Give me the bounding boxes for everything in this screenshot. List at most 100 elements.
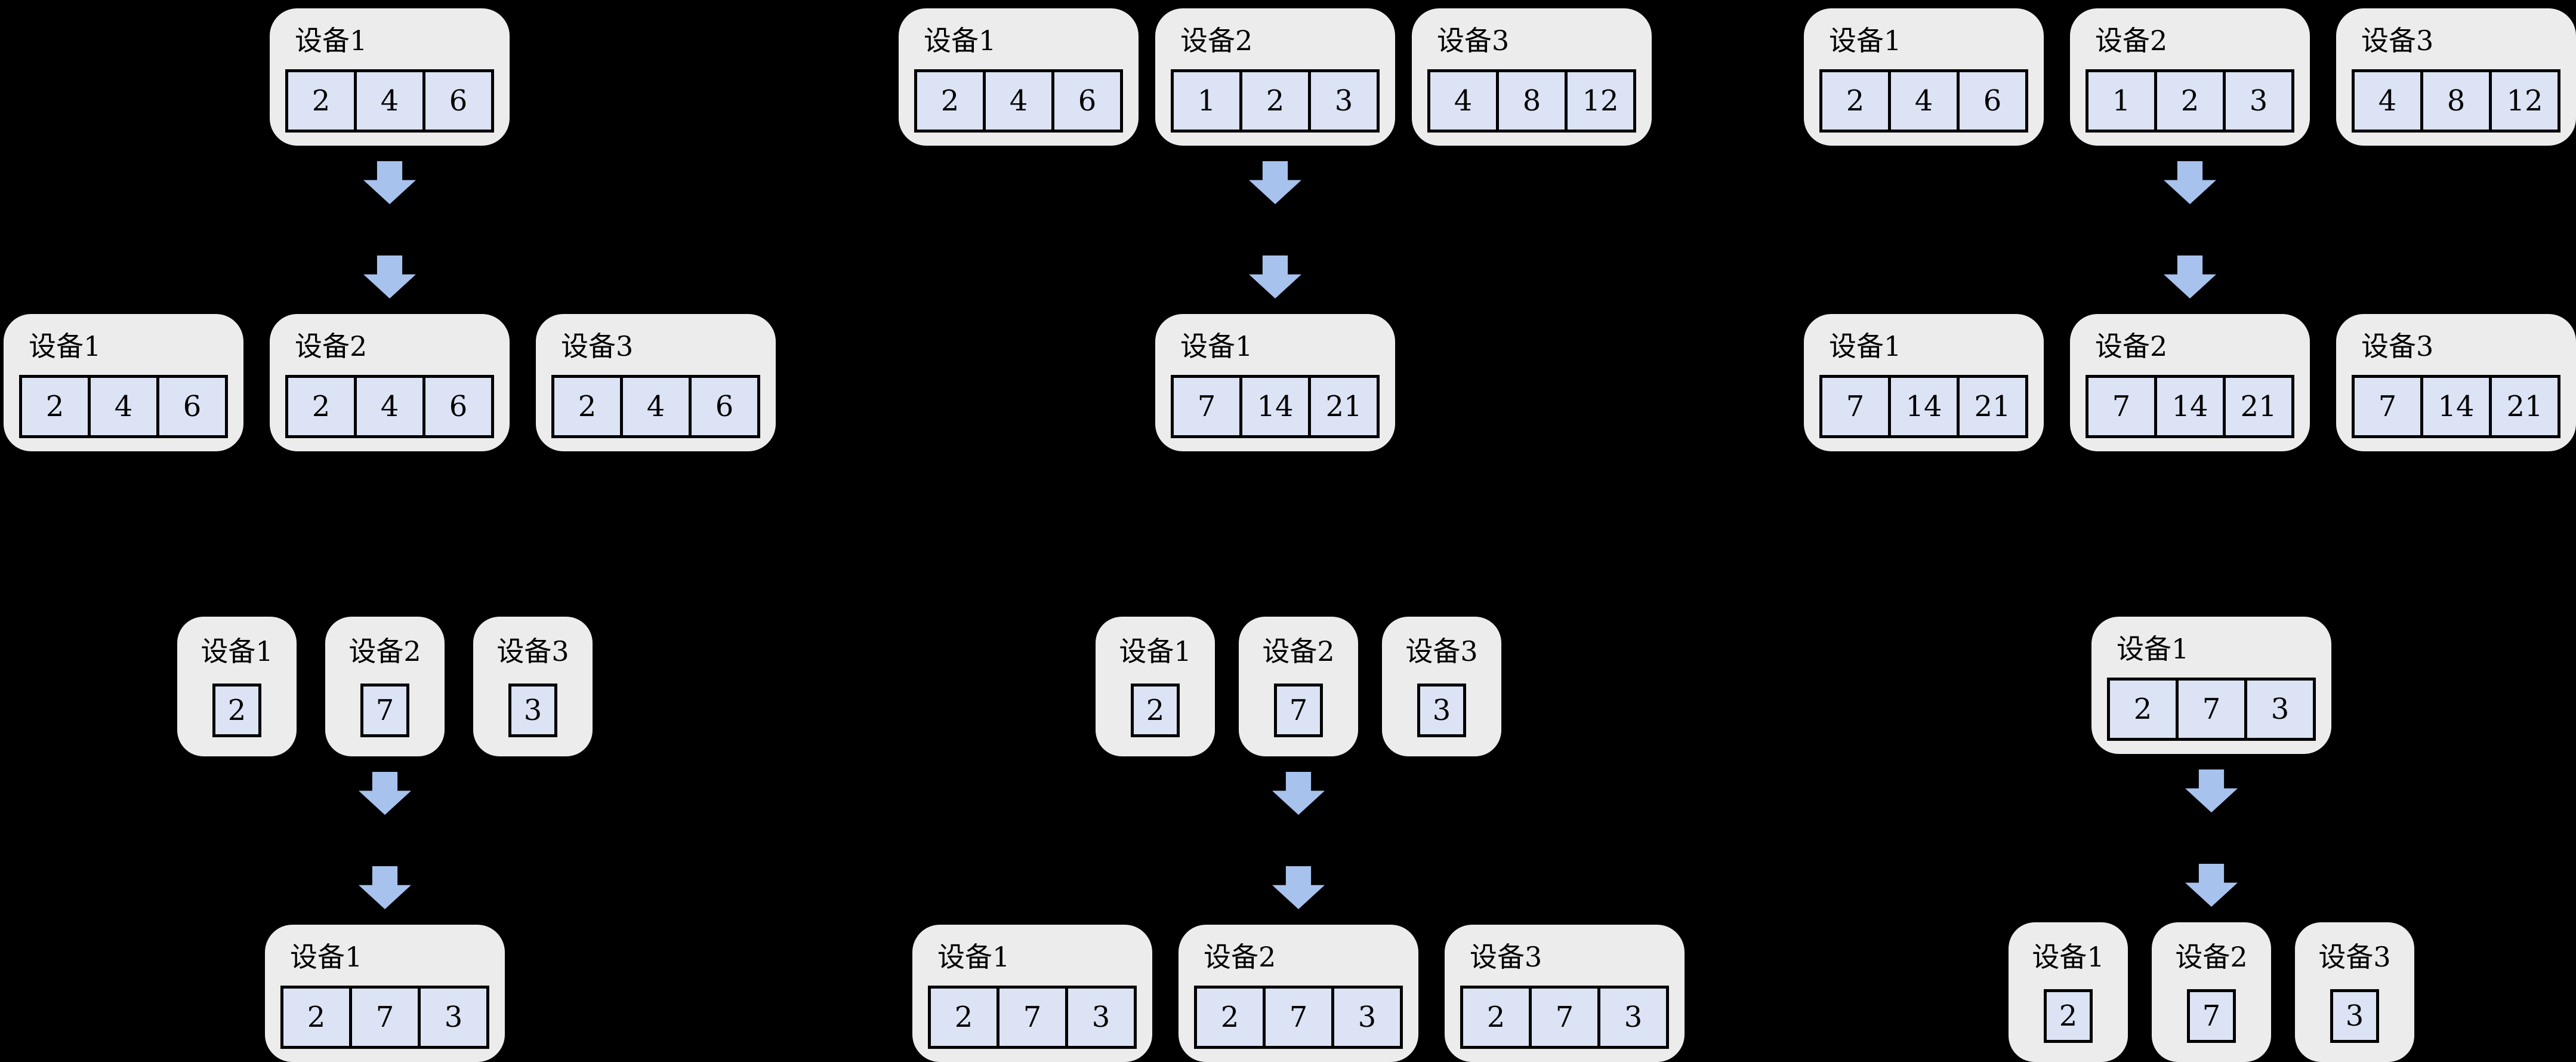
tensor-row: 4 8 12 [1427,69,1636,133]
tensor-row: 2 7 3 [2107,677,2316,741]
tensor-cell: 4 [983,72,1051,130]
device-box: 设备3 4 8 12 [1412,8,1652,146]
tensor-cell: 3 [1420,686,1463,734]
tensor-cell: 21 [2489,377,2558,435]
tensor-cell: 21 [2223,377,2291,435]
device-label: 设备1 [1829,24,1902,57]
down-arrow-icon [359,866,411,909]
tensor-cell: 2 [917,72,983,130]
arrow-group [2164,161,2216,298]
tensor-row: 2 4 6 [285,69,494,133]
tensor-row: 2 [212,683,261,737]
tensor-cell: 3 [418,988,486,1046]
tensor-cell: 2 [2047,992,2090,1040]
tensor-cell: 14 [1239,377,1308,435]
device-label: 设备1 [29,330,101,362]
device-box: 设备3 7 14 21 [2336,314,2576,451]
tensor-row: 2 4 6 [285,374,494,438]
tensor-cell: 7 [2088,377,2154,435]
arrow-group [359,772,411,909]
device-label: 设备1 [200,635,273,667]
device-box: 设备3 2 4 6 [536,314,776,451]
dest-row: 设备1 2 7 3 [265,925,505,1062]
panel-broadcast: 设备1 2 4 6 设备1 2 4 6 设备2 [4,8,776,451]
arrow-group [1249,161,1301,298]
panel-gather: 设备1 2 设备2 7 设备3 3 [177,617,593,1062]
device-box: 设备1 2 7 3 [912,925,1152,1062]
device-label: 设备1 [290,941,363,973]
tensor-cell: 14 [1888,377,1957,435]
tensor-cell: 2 [931,988,997,1046]
tensor-cell: 8 [1496,72,1565,130]
tensor-row: 2 4 6 [551,374,760,438]
device-box: 设备1 2 [1096,617,1215,756]
device-box: 设备1 2 4 6 [899,8,1139,146]
tensor-row: 2 7 3 [1194,985,1403,1049]
tensor-cell: 2 [283,988,349,1046]
device-label: 设备3 [561,330,634,362]
tensor-cell: 4 [88,377,156,435]
tensor-cell: 2 [288,377,354,435]
tensor-cell: 1 [1174,72,1239,130]
down-arrow-icon [1249,161,1301,204]
down-arrow-icon [363,256,416,298]
tensor-cell: 7 [349,988,418,1046]
tensor-cell: 2 [2110,680,2176,738]
arrow-group [2185,769,2238,907]
device-label: 设备2 [2095,330,2168,362]
tensor-cell: 4 [2355,72,2420,130]
tensor-cell: 7 [997,988,1065,1046]
tensor-cell: 3 [2244,680,2313,738]
device-label: 设备2 [2095,24,2168,57]
tensor-cell: 6 [422,377,491,435]
tensor-row: 3 [2330,989,2379,1043]
device-label: 设备2 [2175,941,2248,973]
tensor-cell: 4 [354,377,422,435]
source-row: 设备1 2 4 6 [270,8,510,146]
tensor-cell: 2 [215,686,258,734]
tensor-cell: 6 [1051,72,1120,130]
panel-reduce: 设备1 2 4 6 设备2 1 2 3 设备3 4 8 [899,8,1652,451]
down-arrow-icon [1249,256,1301,298]
tensor-row: 7 [360,683,409,737]
tensor-cell: 3 [1597,988,1666,1046]
dest-row: 设备1 2 7 3 设备2 2 7 3 设备3 2 7 [912,925,1685,1062]
down-arrow-icon [1272,866,1325,909]
device-box: 设备3 3 [473,617,593,756]
tensor-cell: 12 [2489,72,2558,130]
device-label: 设备3 [2318,941,2391,973]
device-box: 设备1 2 4 6 [270,8,510,146]
tensor-row: 7 14 21 [1819,374,2028,438]
device-box: 设备1 2 [177,617,297,756]
device-box: 设备2 7 [325,617,445,756]
tensor-row: 3 [508,683,557,737]
source-row: 设备1 2 设备2 7 设备3 3 [1096,617,1501,756]
arrow-group [1272,772,1325,909]
device-label: 设备2 [1180,24,1253,57]
device-box: 设备3 3 [1382,617,1501,756]
tensor-cell: 2 [1197,988,1263,1046]
device-label: 设备3 [1470,941,1542,973]
arrow-group [363,161,416,298]
tensor-cell: 2 [1822,72,1888,130]
tensor-cell: 7 [1277,686,1320,734]
tensor-cell: 7 [2190,992,2233,1040]
tensor-row: 7 14 21 [1171,374,1380,438]
tensor-row: 7 14 21 [2086,374,2294,438]
tensor-cell: 3 [1308,72,1377,130]
tensor-cell: 7 [1529,988,1597,1046]
device-label: 设备1 [2117,633,2189,665]
device-label: 设备1 [1119,635,1192,667]
tensor-row: 4 8 12 [2352,69,2560,133]
device-box: 设备2 7 [2152,922,2271,1062]
device-label: 设备3 [2361,330,2434,362]
device-label: 设备1 [295,24,368,57]
device-box: 设备1 2 4 6 [4,314,243,451]
tensor-cell: 2 [22,377,88,435]
panel-all-reduce: 设备1 2 4 6 设备2 1 2 3 设备3 4 8 [1804,8,2576,451]
device-box: 设备2 2 7 3 [1179,925,1418,1062]
tensor-row: 2 [2044,989,2093,1043]
device-box: 设备3 4 8 12 [2336,8,2576,146]
tensor-cell: 4 [1430,72,1496,130]
